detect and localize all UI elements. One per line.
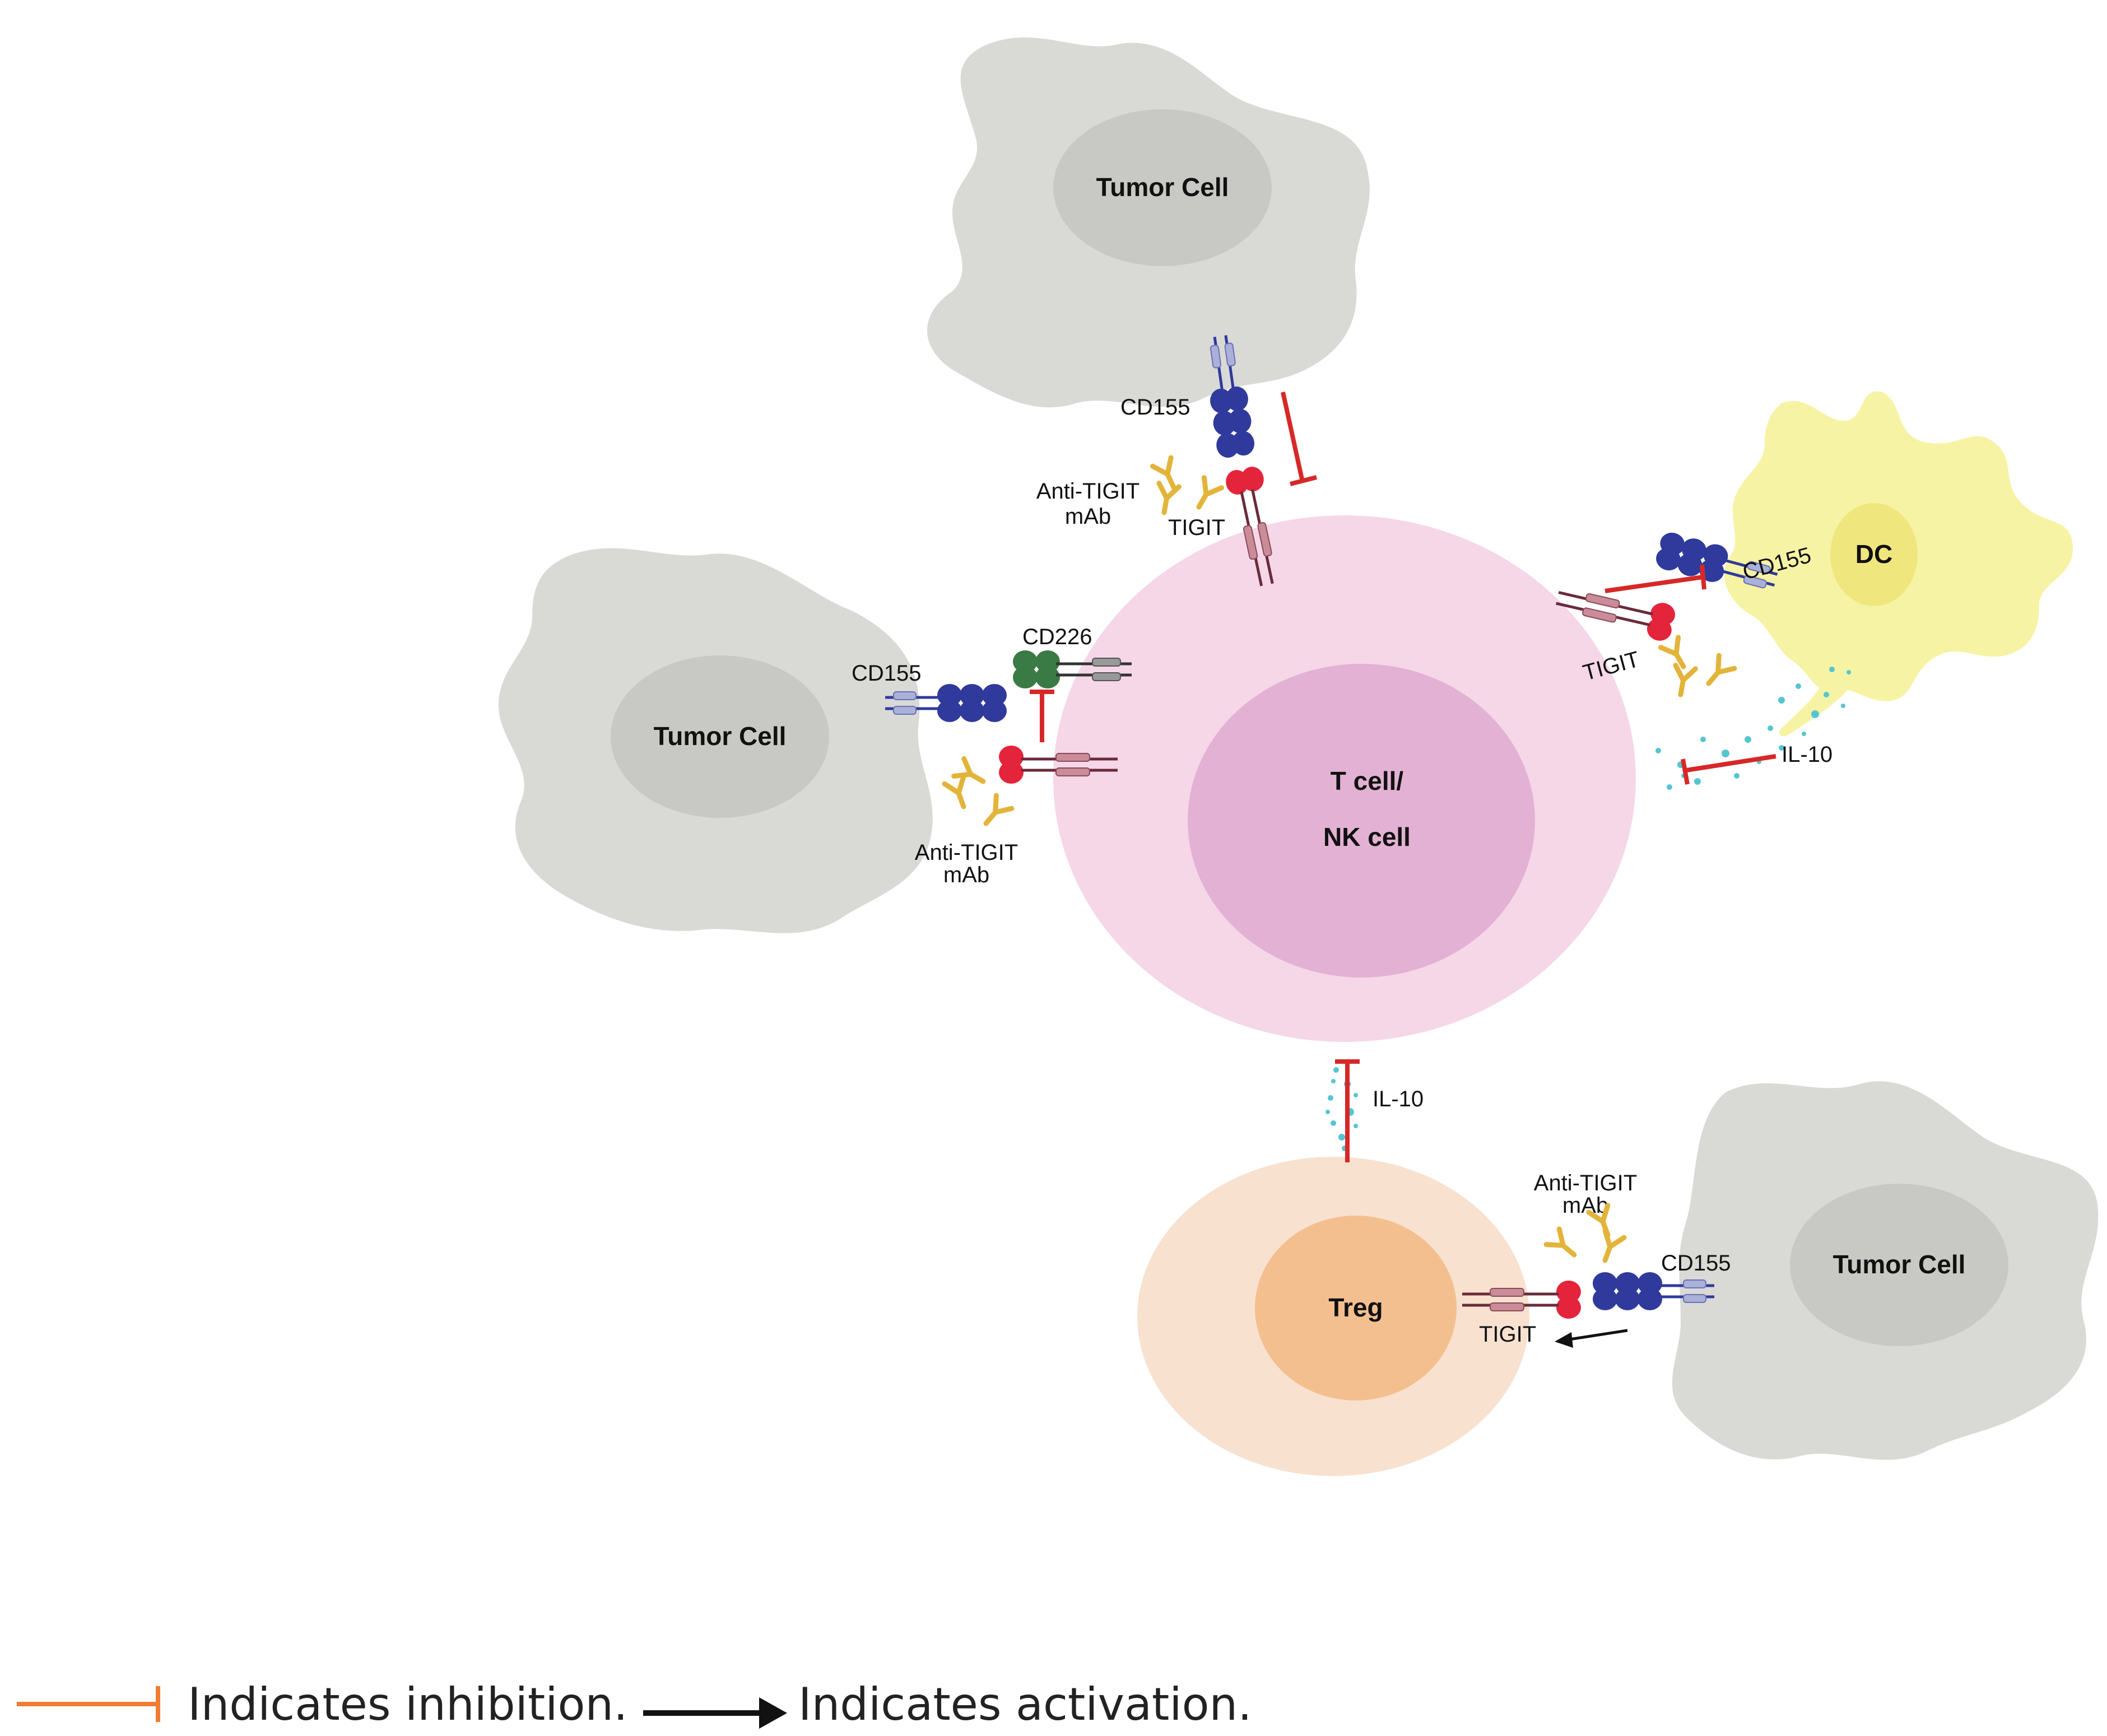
dendritic-cell-label: DC: [1855, 539, 1892, 569]
anti-tigit-top-label-2: mAb: [1065, 504, 1111, 529]
tumor-cell-left-nucleus: [611, 655, 829, 818]
top-interaction: CD155 TIGIT Anti-TIGIT mAb: [1036, 333, 1317, 589]
il10-dots-treg: [1325, 1067, 1358, 1151]
tumor-cell-bottom-right-label: Tumor Cell: [1833, 1250, 1966, 1279]
treg-cell: Treg: [1137, 1157, 1529, 1476]
inhibition-dc-il10: [1681, 754, 1776, 785]
activation-arrow-treg: [1555, 1329, 1628, 1348]
anti-tigit-top-label-1: Anti-TIGIT: [1036, 479, 1139, 504]
tigit-top-label: TIGIT: [1168, 515, 1225, 540]
tumor-cell-bottom-right: Tumor Cell: [1672, 1081, 2099, 1460]
t-nk-cell-nucleus: [1188, 664, 1535, 978]
t-nk-cell-label-line1: T cell/: [1331, 766, 1404, 795]
tumor-cell-left: Tumor Cell: [499, 548, 933, 933]
legend-activation-symbol: [643, 1697, 787, 1729]
dendritic-cell: DC: [1724, 391, 2073, 737]
left-interaction: CD155 CD226 Anti-TIGIT mAb: [852, 625, 1132, 887]
tumor-cell-top-nucleus: [1053, 109, 1272, 266]
anti-tigit-left-label-2: mAb: [943, 863, 989, 887]
antibody-top-2: [1190, 478, 1221, 512]
treg-interaction: IL-10 CD155 TIGIT Anti-TIGIT mAb: [1325, 1059, 1731, 1348]
antibody-left-3: [978, 795, 1012, 830]
tumor-cell-top: Tumor Cell: [927, 37, 1370, 408]
legend-inhibition-symbol: [17, 1686, 160, 1722]
il10-dc-label: IL-10: [1782, 742, 1832, 767]
anti-tigit-treg-label-2: mAb: [1562, 1193, 1608, 1218]
tumor-cell-left-label: Tumor Cell: [654, 722, 787, 751]
tumor-cell-bottom-right-nucleus: [1790, 1184, 2008, 1346]
antibody-left-2: [945, 777, 973, 810]
cd226-label: CD226: [1022, 625, 1092, 649]
anti-tigit-left-label-1: Anti-TIGIT: [915, 840, 1018, 865]
antibody-treg-2: [1546, 1229, 1580, 1263]
inhibition-dc-cd155: [1604, 564, 1706, 593]
t-nk-cell-label-line2: NK cell: [1323, 822, 1411, 851]
antibody-dc-2: [1701, 655, 1734, 690]
anti-tigit-treg-label-1: Anti-TIGIT: [1534, 1171, 1637, 1195]
cd155-treg-label: CD155: [1661, 1251, 1731, 1276]
cd155-left-label: CD155: [852, 661, 922, 686]
dendritic-cell-process: [1779, 672, 1854, 737]
treg-cell-label: Treg: [1328, 1293, 1383, 1322]
legend-activation-label: Indicates activation.: [798, 1678, 1252, 1730]
legend-inhibition-label: Indicates inhibition.: [188, 1678, 628, 1730]
inhibition-treg-il10: [1335, 1059, 1360, 1162]
legend: Indicates inhibition. Indicates activati…: [17, 1678, 1252, 1730]
tigit-treg-label: TIGIT: [1479, 1322, 1536, 1347]
dendritic-cell-nucleus: [1830, 503, 1918, 606]
antibody-dc-3: [1671, 665, 1695, 696]
cd155-top-label: CD155: [1120, 395, 1190, 420]
treg-cell-nucleus: [1255, 1216, 1457, 1400]
inhibition-left: [1030, 690, 1054, 742]
t-nk-cell: T cell/ NK cell: [1053, 515, 1636, 1042]
inhibition-top: [1281, 392, 1317, 486]
antibody-top-3: [1154, 483, 1179, 514]
il10-treg-label: IL-10: [1373, 1087, 1424, 1111]
tumor-cell-top-label: Tumor Cell: [1096, 173, 1229, 202]
